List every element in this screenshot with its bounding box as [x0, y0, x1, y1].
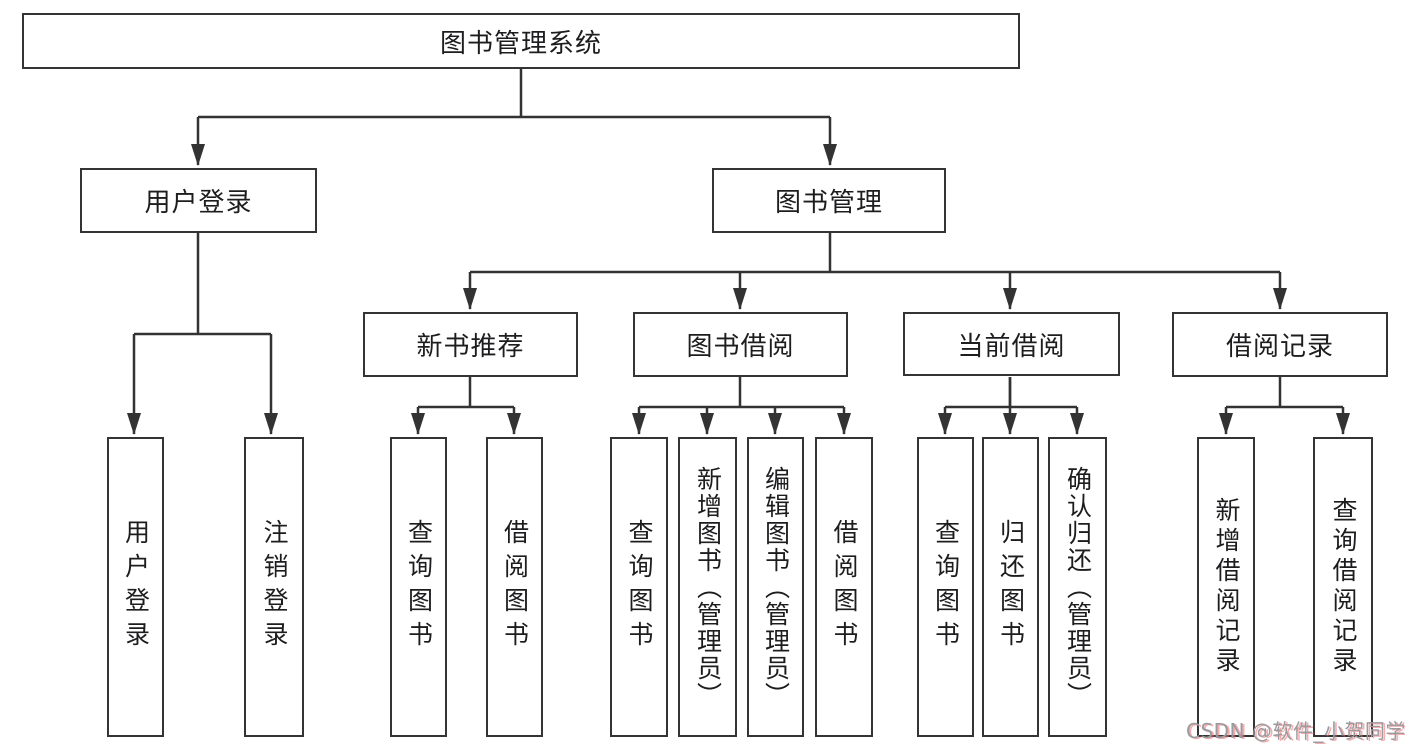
leaf-borrow-books: 借阅图书: [815, 437, 873, 737]
node-root-library-system: 图书管理系统: [22, 13, 1020, 69]
node-book-management: 图书管理: [712, 168, 946, 233]
leaf-user-login: 用户登录: [107, 437, 164, 737]
node-current-borrowing: 当前借阅: [903, 312, 1120, 376]
leaf-query-books-current: 查询图书: [917, 437, 974, 737]
leaf-add-borrow-record: 新增借阅记录: [1197, 437, 1255, 737]
node-book-borrowing: 图书借阅: [633, 312, 848, 377]
leaf-add-books-admin: 新增图书（管理员）: [678, 437, 737, 737]
node-borrowing-records: 借阅记录: [1172, 312, 1388, 377]
leaf-borrow-books-recommend: 借阅图书: [486, 437, 543, 737]
leaf-return-books: 归还图书: [982, 437, 1039, 737]
csdn-watermark: CSDN @软件_小贺同学: [1186, 719, 1405, 743]
node-user-login: 用户登录: [80, 168, 317, 233]
leaf-logout: 注销登录: [244, 437, 304, 737]
leaf-query-books-borrowing: 查询图书: [610, 437, 668, 737]
node-new-book-recommend: 新书推荐: [363, 312, 578, 377]
leaf-confirm-return-admin: 确认归还（管理员）: [1048, 437, 1107, 737]
leaf-query-books-recommend: 查询图书: [390, 437, 447, 737]
leaf-query-borrow-record: 查询借阅记录: [1313, 437, 1373, 737]
leaf-edit-books-admin: 编辑图书（管理员）: [747, 437, 804, 737]
